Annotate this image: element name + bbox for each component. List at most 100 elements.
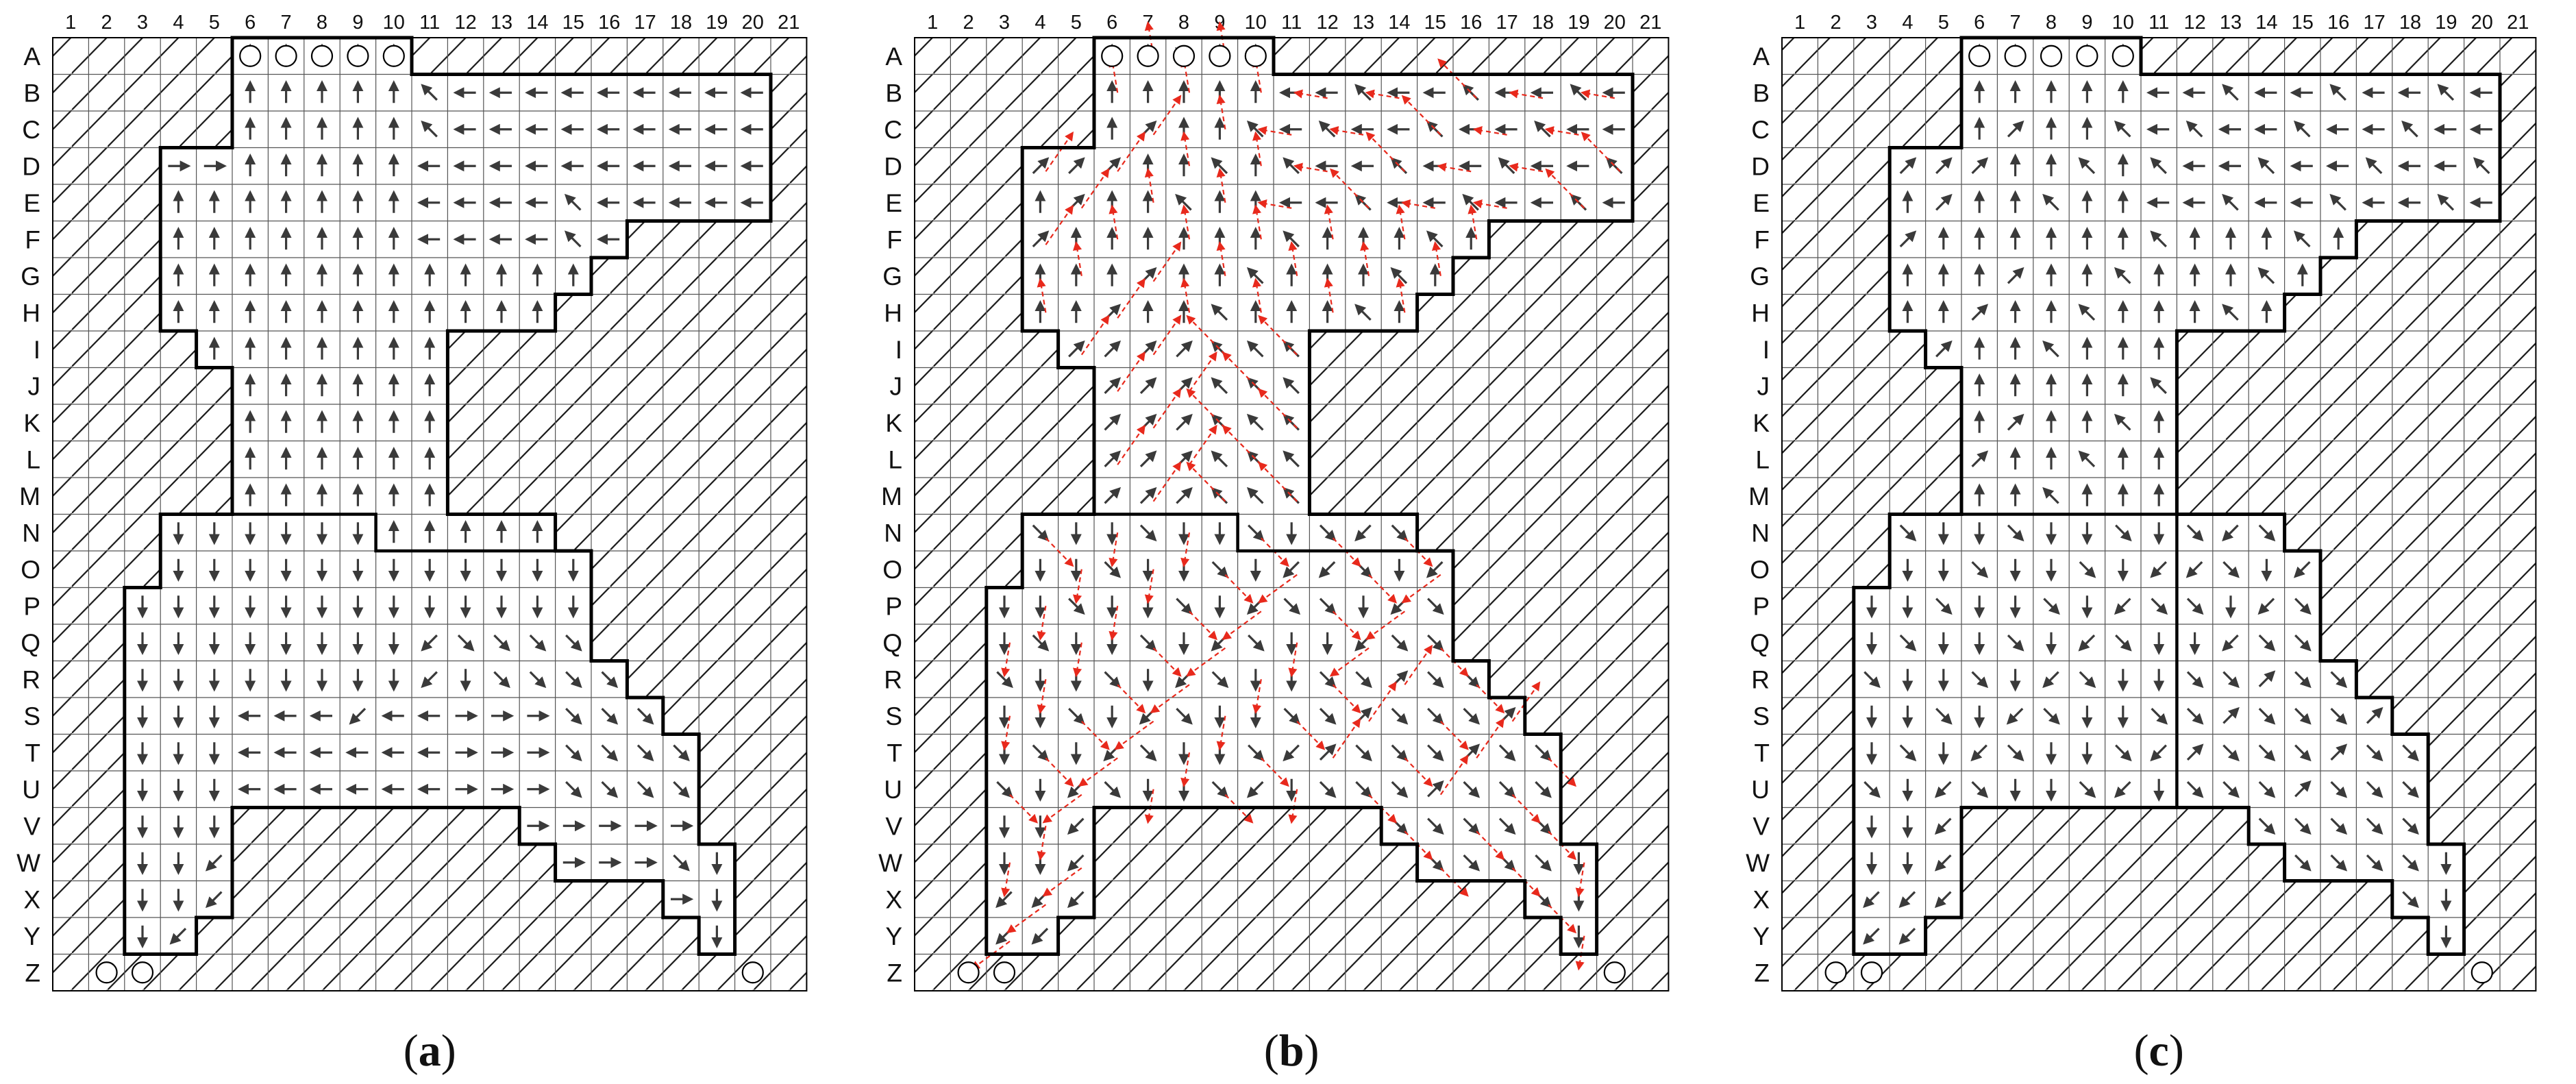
row-label: Y [1753, 922, 1770, 950]
row-label: R [22, 665, 40, 693]
column-label: 17 [1496, 12, 1518, 34]
flow-arrow [565, 744, 582, 762]
column-label: 8 [317, 12, 327, 34]
row-label: J [1757, 372, 1770, 400]
panel-caption: (c) [2134, 1026, 2184, 1076]
row-label: S [1753, 702, 1770, 730]
flow-arrow [601, 744, 619, 762]
row-label: V [885, 812, 902, 840]
row-label: U [884, 776, 902, 804]
flow-arrow [421, 635, 438, 652]
column-label: 13 [491, 12, 512, 34]
row-label: D [1751, 152, 1770, 180]
row-label: G [1750, 262, 1770, 291]
column-label: 10 [383, 12, 405, 34]
row-label: M [881, 482, 902, 510]
column-label: 5 [1071, 12, 1082, 34]
grid-frame [914, 37, 1670, 991]
row-label: N [1751, 519, 1770, 547]
flow-arrow [529, 671, 547, 689]
row-label: I [1763, 336, 1770, 364]
row-label: Y [23, 922, 40, 950]
row-label: A [23, 42, 40, 71]
row-label: N [884, 519, 902, 547]
exit-circle [95, 961, 118, 984]
exit-circle [2470, 961, 2493, 984]
column-label: 3 [999, 12, 1010, 34]
column-label: 14 [526, 12, 548, 34]
row-label: N [22, 519, 40, 547]
flow-arrow [349, 708, 367, 725]
column-label: 4 [173, 12, 184, 34]
row-label: Q [882, 629, 902, 657]
row-label: W [16, 849, 40, 877]
row-label: B [1753, 79, 1770, 107]
row-label: D [884, 152, 902, 180]
column-label: 14 [1388, 12, 1410, 34]
exit-circle [1244, 45, 1267, 67]
column-label: 1 [1794, 12, 1805, 34]
row-label: P [885, 592, 902, 620]
row-label: A [885, 42, 902, 71]
column-label: 19 [1568, 12, 1589, 34]
row-label: O [21, 556, 40, 584]
row-label: Q [21, 629, 40, 657]
row-label: C [884, 116, 902, 144]
row-label: P [23, 592, 40, 620]
row-label: T [25, 739, 40, 767]
column-label: 21 [1639, 12, 1661, 34]
row-label: Z [1754, 959, 1770, 987]
row-label: L [888, 445, 902, 473]
row-label: E [23, 189, 40, 217]
row-label: R [884, 665, 902, 693]
exit-circle [1603, 961, 1626, 984]
row-label: X [885, 885, 902, 913]
row-label: C [22, 116, 40, 144]
exit-circle [275, 45, 297, 67]
row-label: I [895, 336, 902, 364]
column-label: 16 [2327, 12, 2349, 34]
column-label: 15 [1424, 12, 1446, 34]
column-label: 2 [963, 12, 974, 34]
row-label: G [882, 262, 902, 291]
column-label: 9 [352, 12, 363, 34]
panel-caption: (b) [1264, 1026, 1320, 1076]
flow-arrow [565, 708, 582, 725]
flow-arrow [673, 781, 690, 798]
row-label: O [882, 556, 902, 584]
column-label: 8 [1178, 12, 1189, 34]
row-label: C [1751, 116, 1770, 144]
column-label: 18 [670, 12, 692, 34]
flow-arrow [493, 671, 510, 689]
column-label: 13 [2220, 12, 2242, 34]
flow-arrow [421, 671, 438, 689]
flow-arrow [205, 854, 223, 872]
row-label: U [22, 776, 40, 804]
column-label: 3 [137, 12, 148, 34]
row-label: F [25, 225, 40, 254]
exit-circle [993, 961, 1016, 984]
flow-arrow [673, 854, 690, 872]
row-label: J [28, 372, 41, 400]
row-label: F [1754, 225, 1770, 254]
exit-circle [310, 45, 334, 67]
row-label: M [1748, 482, 1770, 510]
row-label: E [885, 189, 902, 217]
row-label: V [1753, 812, 1770, 840]
row-label: S [23, 702, 40, 730]
column-label: 6 [1974, 12, 1985, 34]
column-label: 16 [598, 12, 620, 34]
column-label: 2 [101, 12, 112, 34]
row-label: V [23, 812, 40, 840]
column-label: 3 [1866, 12, 1877, 34]
column-label: 7 [281, 12, 292, 34]
flow-arrow [636, 781, 654, 798]
column-label: 7 [2010, 12, 2021, 34]
column-label: 5 [1938, 12, 1949, 34]
panel-caption: (a) [404, 1026, 456, 1076]
column-label: 6 [1106, 12, 1117, 34]
exit-circle [741, 961, 764, 984]
exit-circle [2040, 45, 2063, 67]
exit-circle [1968, 45, 1991, 67]
